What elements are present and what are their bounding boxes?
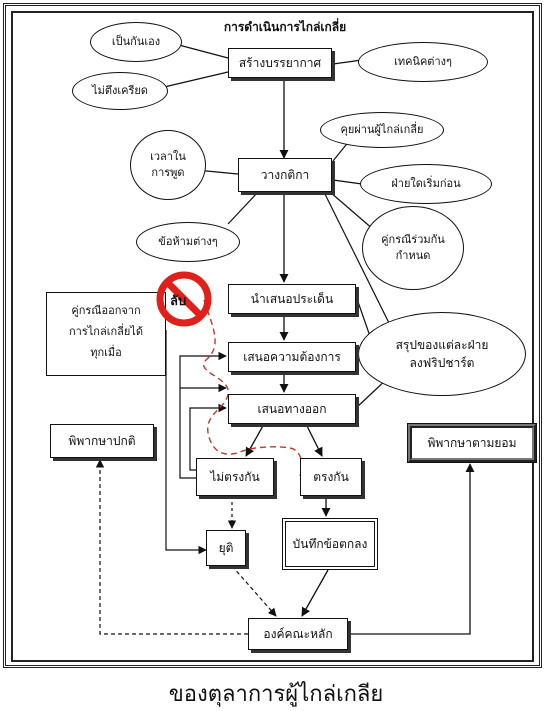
- box-normal-trial: พิพากษาปกติ: [50, 424, 154, 458]
- box-agree: ตรงกัน: [300, 458, 362, 496]
- ellipse-summary: สรุปของแต่ละฝ่ายลงฟริปชาร์ต: [358, 312, 526, 396]
- box-build-atmosphere: สร้างบรรยากาศ: [228, 48, 332, 78]
- box-set-rules: วางกติกา: [238, 158, 332, 192]
- ellipse-who-starts: ฝ่ายใดเริ่มก่อน: [360, 164, 492, 204]
- ellipse-techniques: เทคนิคต่างๆ: [358, 42, 488, 82]
- box-present-issues: นำเสนอประเด็น: [228, 284, 356, 314]
- inner-frame: [11, 11, 534, 662]
- note-withdraw: คู่กรณีออกจาก การไกล่เกลี่ยได้ ทุกเมื่อ: [46, 292, 166, 376]
- prohibited-icon: [156, 271, 212, 327]
- box-present-needs: เสนอความต้องการ: [228, 342, 356, 372]
- ellipse-prohibitions: ข้อห้ามต่างๆ: [136, 222, 240, 262]
- box-consent-judgment: พิพากษาตามยอม: [407, 423, 537, 463]
- box-panel: องค์คณะหลัก: [248, 618, 348, 650]
- ellipse-through-mediator: คุยผ่านผู้ไกล่เกลี่ย: [320, 112, 444, 148]
- box-stop: ยุติ: [206, 530, 246, 566]
- ellipse-parties-define: คู่กรณีร่วมกันกำหนด: [362, 206, 464, 290]
- box-present-options: เสนอทางออก: [228, 394, 356, 424]
- box-disagree: ไม่ตรงกัน: [196, 458, 274, 496]
- stop-label: ลับ: [170, 294, 187, 309]
- diagram-title: การดำเนินการไกล่เกลี่ย: [223, 20, 347, 34]
- caption: ของตุลาการผู้ไกล่เกลีย: [168, 682, 384, 707]
- ellipse-not-tense: ไม่ตึงเครียด: [72, 72, 168, 110]
- ellipse-be-yourself: เป็นกันเอง: [90, 22, 182, 62]
- ellipse-speaking-time: เวลาในการพูด: [130, 130, 206, 200]
- box-record-agreement: บันทึกข้อตกลง: [282, 518, 378, 570]
